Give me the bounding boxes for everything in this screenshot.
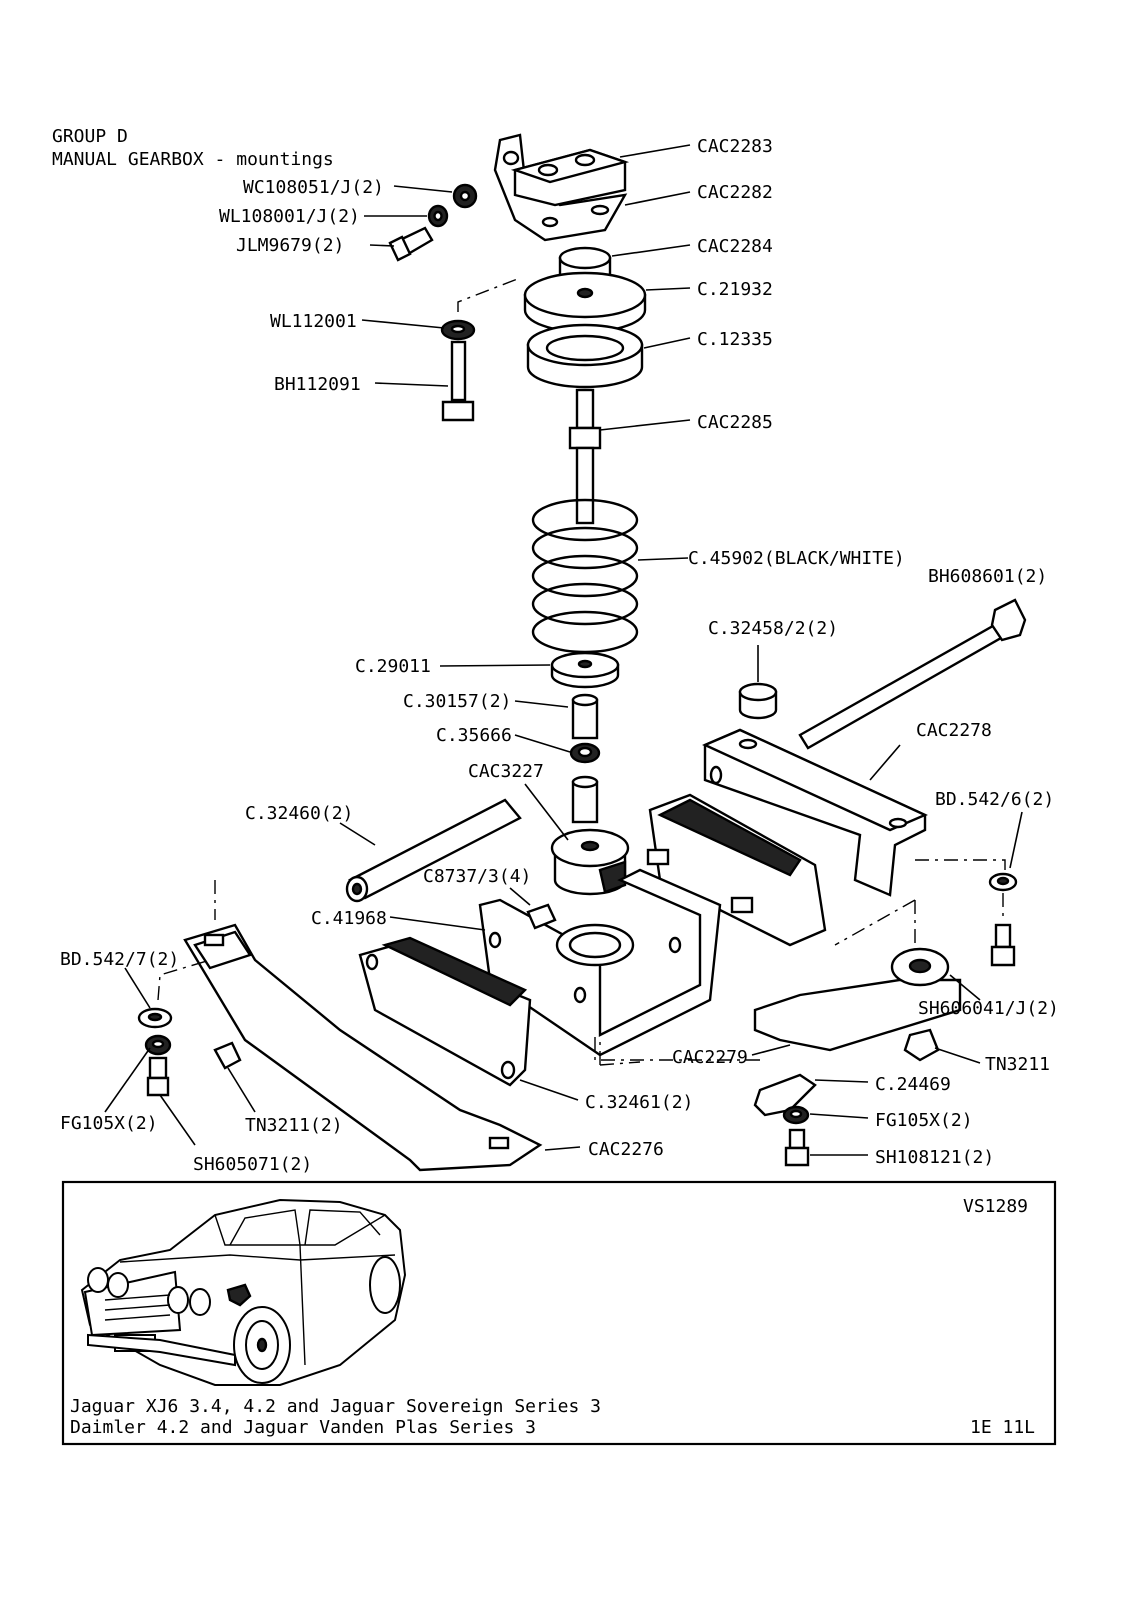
right-rubber-block-drawing (646, 793, 827, 947)
upper-fixings-drawing (388, 183, 478, 262)
models-line-2: Daimler 4.2 and Jaguar Vanden Plas Serie… (70, 1417, 536, 1438)
vehicle-info-box (61, 1180, 1057, 1446)
rubber-mount-stack-drawing (523, 246, 647, 389)
label-c32460: C.32460(2) (245, 803, 353, 824)
label-c41968: C.41968 (311, 908, 387, 929)
label-c45902: C.45902(BLACK/WHITE) (688, 548, 905, 569)
tube-drawing (345, 798, 522, 903)
label-c30157: C.30157(2) (403, 691, 511, 712)
label-c29011: C.29011 (355, 656, 431, 677)
page-code: 1E 11L (970, 1417, 1035, 1438)
label-cac2276: CAC2276 (588, 1139, 664, 1160)
small-bush-drawing (738, 682, 778, 720)
cross-member-drawing (183, 923, 543, 1172)
spacer-stack-drawing (550, 651, 630, 896)
label-c8737: C8737/3(4) (423, 866, 531, 887)
leader-lines (104, 144, 1023, 1156)
top-bracket-drawing (493, 133, 630, 242)
label-c12335: C.12335 (697, 329, 773, 350)
label-sh108121: SH108121(2) (875, 1147, 994, 1168)
side-bolt-drawing (440, 277, 521, 422)
diagram-title: MANUAL GEARBOX - mountings (52, 149, 334, 170)
label-c35666: C.35666 (436, 725, 512, 746)
label-cac2285: CAC2285 (697, 412, 773, 433)
left-rubber-block-drawing (358, 936, 532, 1087)
assembly-line-2 (834, 899, 916, 946)
label-wc108051: WC108051/J(2) (243, 177, 384, 198)
label-bh112091: BH112091 (274, 374, 361, 395)
center-mount-plate-drawing (478, 868, 722, 1057)
label-fg105x-right: FG105X(2) (875, 1110, 973, 1131)
models-line-1: Jaguar XJ6 3.4, 4.2 and Jaguar Sovereign… (70, 1396, 601, 1417)
lower-left-fixings-drawing (137, 880, 242, 1097)
label-cac2282: CAC2282 (697, 182, 773, 203)
label-fg105x-left: FG105X(2) (60, 1113, 158, 1134)
rear-bracket-drawing (702, 728, 928, 897)
long-bolt-drawing (798, 598, 1027, 750)
group-heading: GROUP D (52, 126, 128, 147)
label-jlm9679: JLM9679(2) (236, 235, 344, 256)
label-tn3211-left: TN3211(2) (245, 1115, 343, 1136)
label-cac3227: CAC3227 (468, 761, 544, 782)
label-sh606041: SH606041/J(2) (918, 998, 1059, 1019)
label-bh608601: BH608601(2) (928, 566, 1047, 587)
label-bd542-6: BD.542/6(2) (935, 789, 1054, 810)
label-bd542-7: BD.542/7(2) (60, 949, 179, 970)
car-illustration (80, 1198, 407, 1386)
label-c32458: C.32458/2(2) (708, 618, 838, 639)
label-c24469: C.24469 (875, 1074, 951, 1095)
label-wl112001: WL112001 (270, 311, 357, 332)
stud-drawing (568, 388, 602, 525)
label-cac2284: CAC2284 (697, 236, 773, 257)
label-c21932: C.21932 (697, 279, 773, 300)
assembly-line (594, 1035, 760, 1061)
label-cac2278: CAC2278 (916, 720, 992, 741)
lower-right-parts-drawing (599, 859, 1018, 1167)
label-tn3211-right: TN3211 (985, 1054, 1050, 1075)
label-cac2279: CAC2279 (672, 1047, 748, 1068)
label-sh605071: SH605071(2) (193, 1154, 312, 1175)
label-c32461: C.32461(2) (585, 1092, 693, 1113)
label-cac2283: CAC2283 (697, 136, 773, 157)
drawing-reference: VS1289 (963, 1196, 1028, 1217)
label-wl108001: WL108001/J(2) (219, 206, 360, 227)
